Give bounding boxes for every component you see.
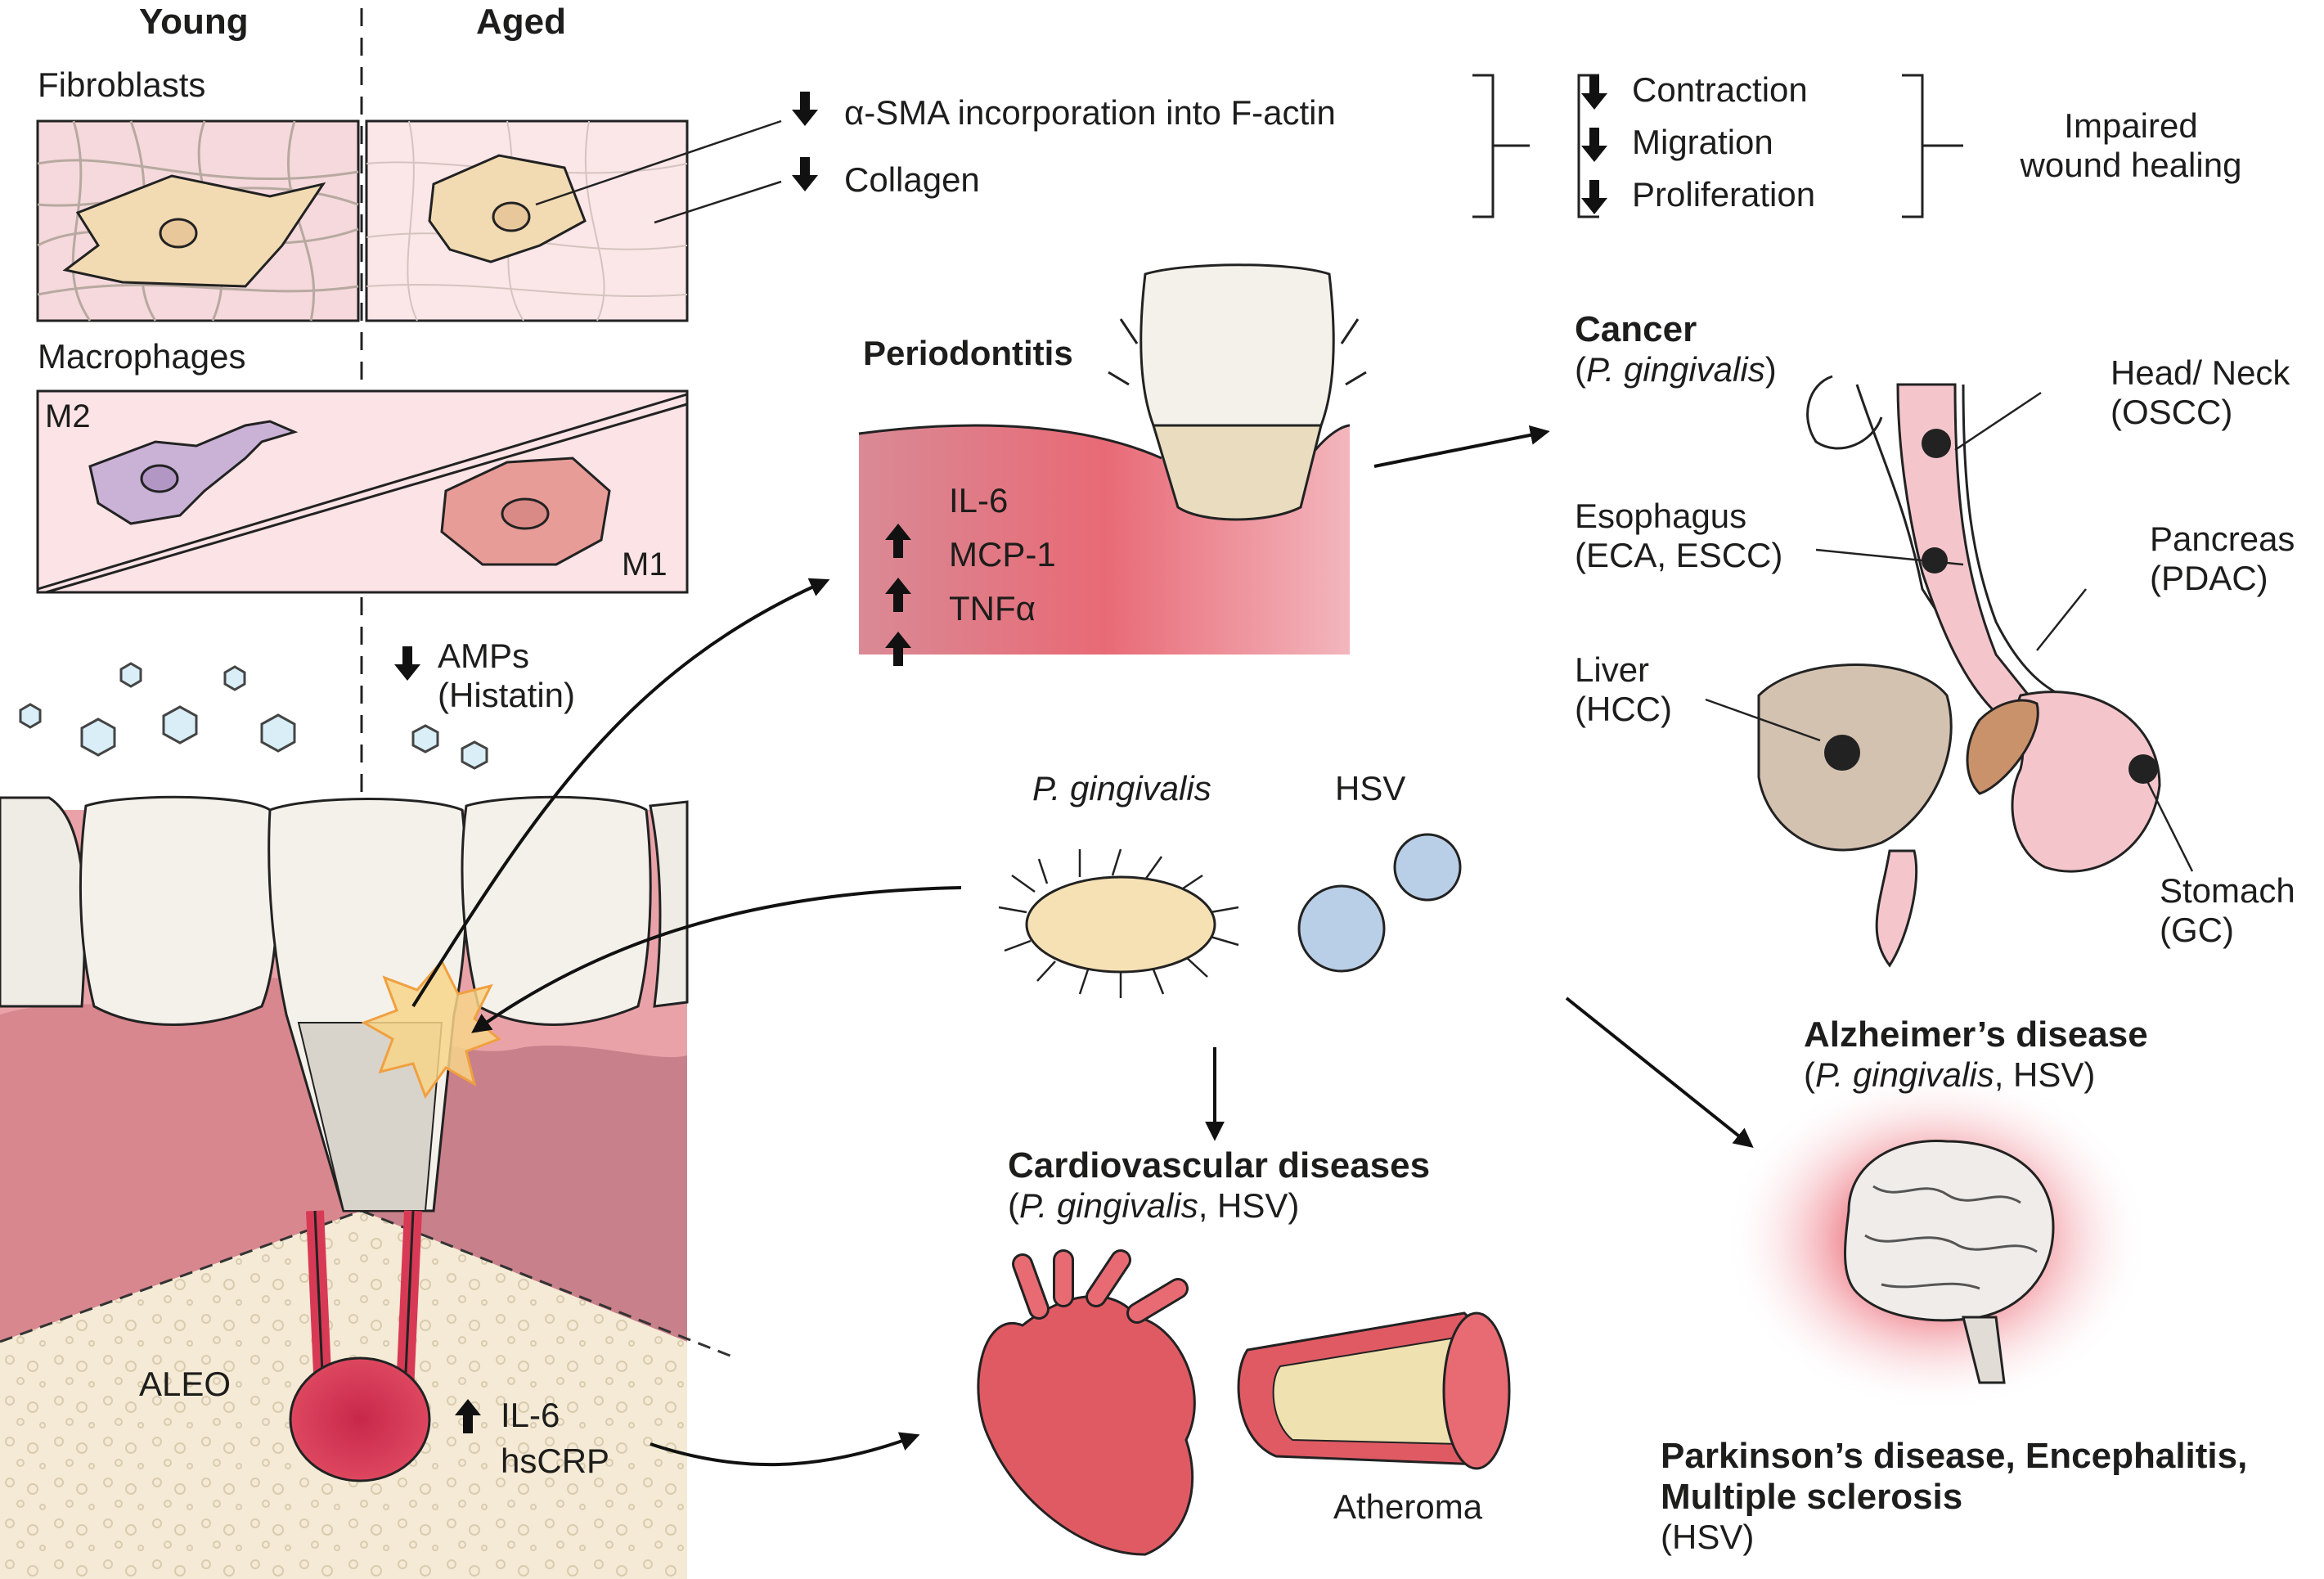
hsv-virus (1297, 833, 1462, 973)
flow-arrows (411, 425, 1754, 1467)
macrophages-label: Macrophages (38, 337, 246, 376)
down-arrow-icon (1581, 180, 1607, 214)
aleo-label: ALEO (139, 1365, 232, 1403)
p-gingivalis-bacterium (998, 848, 1239, 998)
amps-line1: AMPs (438, 637, 530, 675)
fibroblast-aged-panel (365, 119, 689, 322)
site-pancreas-1: Pancreas (2150, 520, 2295, 558)
heart-illustration (977, 1249, 1196, 1556)
hsv-label: HSV (1335, 769, 1406, 807)
fibro-effect-1: Collagen (844, 160, 980, 199)
periodontitis-title: Periodontitis (863, 334, 1073, 372)
down-arrow-icon (1581, 75, 1607, 110)
alzheimer-cause: (P. gingivalis, HSV) (1804, 1055, 2096, 1094)
periodontitis-illustration (858, 263, 1367, 655)
site-liver-1: Liver (1575, 650, 1650, 689)
perio-marker-1: MCP-1 (949, 535, 1056, 574)
neuro-line1: Parkinson’s disease, Encephalitis, (1661, 1436, 2248, 1476)
m1-label: M1 (622, 547, 668, 583)
site-stomach-1: Stomach (2160, 871, 2295, 910)
impaired-line2: wound healing (2020, 146, 2242, 184)
function-1: Migration (1632, 123, 1773, 161)
perio-marker-0: IL-6 (949, 481, 1009, 520)
site-esophagus-1: Esophagus (1575, 497, 1747, 535)
perio-marker-2: TNFα (949, 589, 1036, 628)
fibroblasts-label: Fibroblasts (38, 65, 206, 104)
cardio-cause: (P. gingivalis, HSV) (1008, 1186, 1300, 1225)
amp-hexagons (19, 662, 488, 770)
down-arrow-icon (1581, 128, 1607, 162)
cancer-cause: (P. gingivalis) (1575, 350, 1777, 389)
aged-label: Aged (476, 2, 566, 42)
site-liver-2: (HCC) (1575, 690, 1672, 728)
function-0: Contraction (1632, 70, 1808, 109)
aleo-marker-1: hsCRP (501, 1442, 610, 1480)
leader-lines (535, 119, 2194, 872)
digestive-system (1757, 375, 2161, 968)
atheroma-illustration (1237, 1311, 1511, 1470)
amps-line2: (Histatin) (438, 676, 576, 714)
site-headneck-2: (OSCC) (2110, 393, 2233, 431)
bracket-fibro (1472, 74, 1530, 218)
bracket-functions-left (1577, 74, 1599, 218)
macrophage-panel (36, 389, 689, 594)
m2-label: M2 (45, 398, 91, 434)
down-arrow-icon (792, 92, 818, 126)
alzheimer-title: Alzheimer’s disease (1804, 1014, 2148, 1055)
fibroblast-young-panel (36, 119, 360, 322)
down-arrow-icon (394, 646, 420, 681)
impaired-line1: Impaired (2064, 106, 2198, 145)
indicator-arrows (394, 75, 1607, 1433)
site-stomach-2: (GC) (2160, 911, 2234, 949)
up-arrow-icon (885, 578, 911, 612)
up-arrow-icon (885, 524, 911, 558)
pg-label: P. gingivalis (1032, 769, 1211, 807)
site-pancreas-2: (PDAC) (2150, 559, 2268, 597)
neuro-cause: (HSV) (1661, 1518, 1755, 1556)
down-arrow-icon (792, 157, 818, 191)
site-esophagus-2: (ECA, ESCC) (1575, 536, 1783, 574)
up-arrow-icon (885, 632, 911, 666)
up-arrow-icon (455, 1399, 481, 1433)
function-2: Proliferation (1632, 175, 1816, 214)
young-label: Young (139, 2, 249, 42)
site-headneck-1: Head/ Neck (2110, 353, 2290, 392)
atheroma-label: Atheroma (1333, 1487, 1483, 1526)
cancer-title: Cancer (1575, 309, 1697, 349)
cardio-title: Cardiovascular diseases (1008, 1145, 1431, 1185)
brain-illustration (1724, 1068, 2150, 1411)
neuro-line2: Multiple sclerosis (1661, 1477, 1963, 1517)
aleo-marker-0: IL-6 (501, 1396, 560, 1434)
bracket-functions-right (1902, 74, 1963, 218)
teeth-illustration (0, 795, 737, 1579)
fibro-effect-0: α-SMA incorporation into F-actin (844, 93, 1336, 132)
